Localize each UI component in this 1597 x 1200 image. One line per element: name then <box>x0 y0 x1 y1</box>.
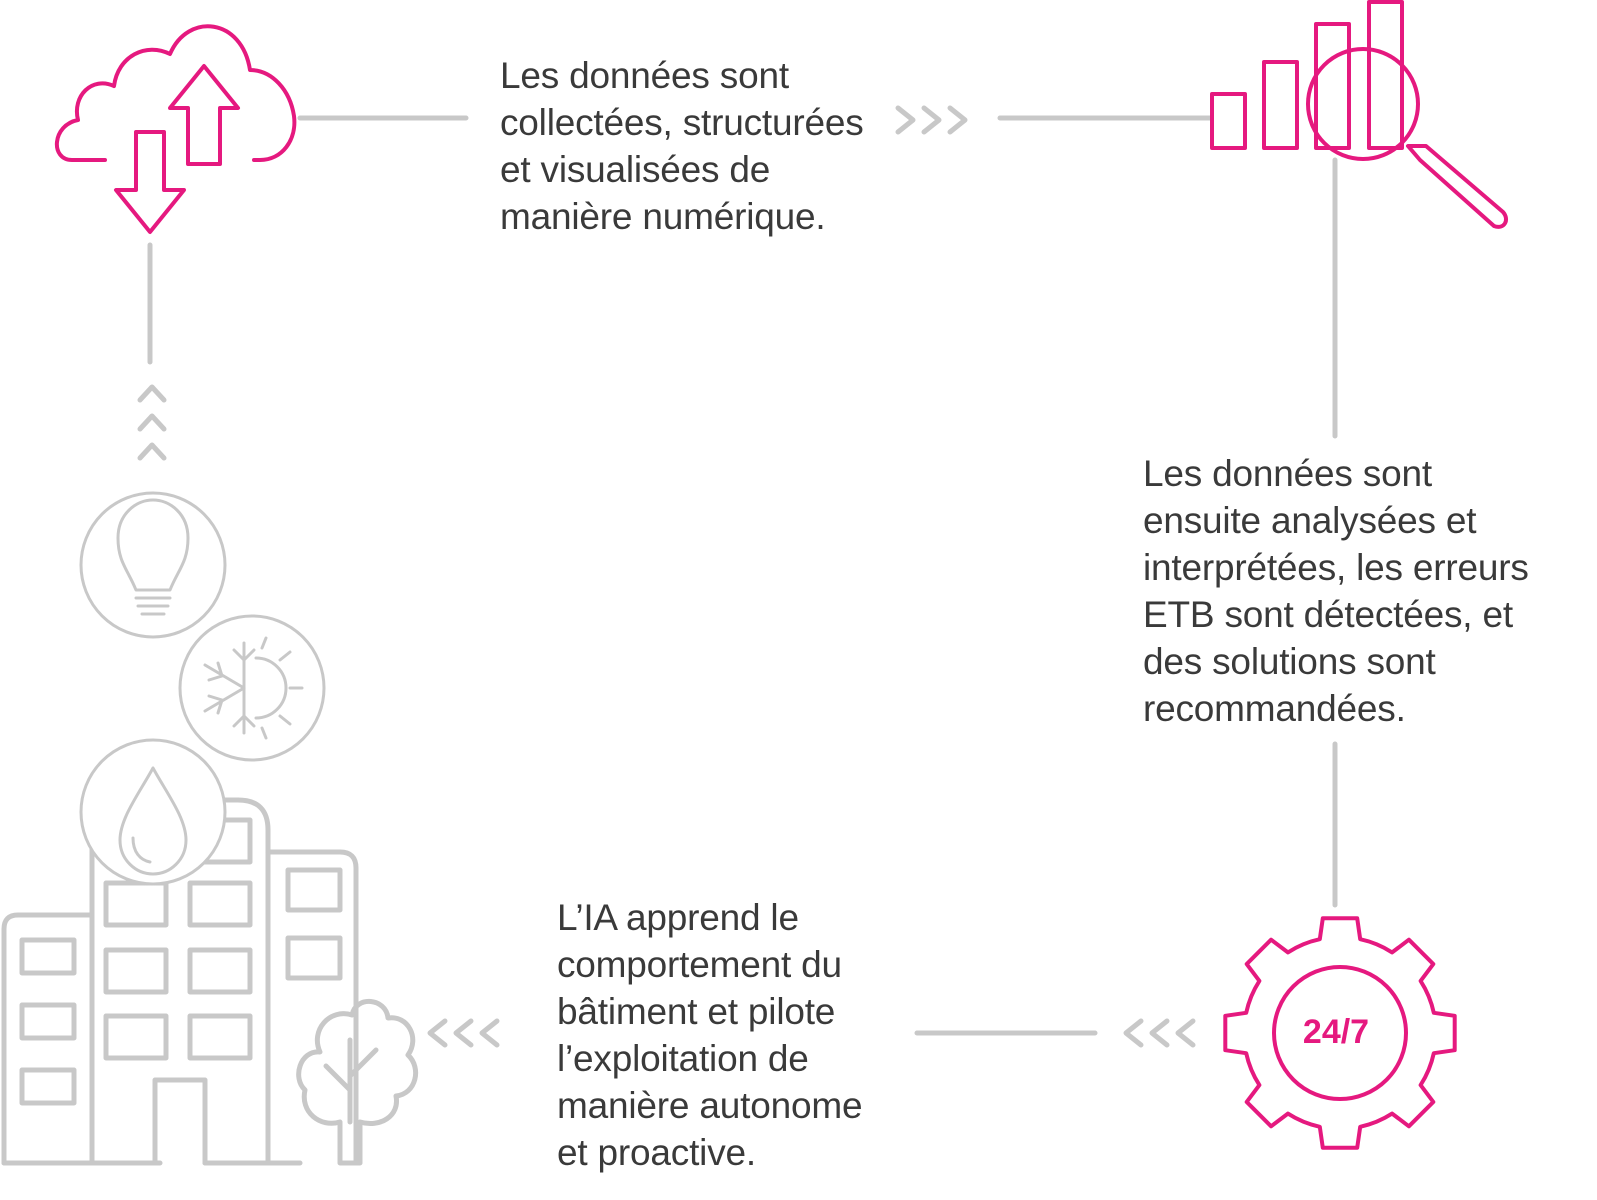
chevrons-up <box>140 387 164 458</box>
step-collect-line: manière numérique. <box>500 193 864 240</box>
chevrons-left-building <box>430 1021 497 1045</box>
step-analyze-line: recommandées. <box>1143 685 1529 732</box>
step-collect-text: Les données sont collectées, structurées… <box>500 52 864 240</box>
lightbulb-icon <box>81 493 225 637</box>
chevron-left-icon <box>1178 1021 1193 1045</box>
chevrons-right <box>898 108 965 132</box>
bar-chart-magnifier-icon <box>1212 2 1506 227</box>
step-ai-line: et proactive. <box>557 1129 862 1176</box>
chevron-left-icon <box>1126 1021 1141 1045</box>
step-ai-line: l’exploitation de <box>557 1035 862 1082</box>
step-ai-line: comportement du <box>557 941 862 988</box>
step-collect-line: et visualisées de <box>500 146 864 193</box>
cloud-upload-download-icon <box>57 26 295 232</box>
chevron-left-icon <box>482 1021 497 1045</box>
chevron-right-icon <box>898 108 913 132</box>
step-analyze-line: ensuite analysées et <box>1143 497 1529 544</box>
chevron-left-icon <box>456 1021 471 1045</box>
chevron-left-icon <box>430 1021 445 1045</box>
gear-label: 24/7 <box>1303 1013 1369 1051</box>
chevron-up-icon <box>140 416 164 429</box>
chevrons-left-gear <box>1126 1021 1193 1045</box>
snowflake-sun-icon <box>180 616 324 760</box>
step-ai-line: manière autonome <box>557 1082 862 1129</box>
step-ai-line: L’IA apprend le <box>557 894 862 941</box>
step-analyze-line: Les données sont <box>1143 450 1529 497</box>
chevron-up-icon <box>140 387 164 400</box>
step-analyze-line: interprétées, les erreurs <box>1143 544 1529 591</box>
chevron-left-icon <box>1152 1021 1167 1045</box>
chevron-up-icon <box>140 445 164 458</box>
chevron-right-icon <box>950 108 965 132</box>
step-ai-line: bâtiment et pilote <box>557 988 862 1035</box>
step-analyze-line: ETB sont détectées, et <box>1143 591 1529 638</box>
step-ai-text: L’IA apprend le comportement du bâtiment… <box>557 894 862 1176</box>
step-analyze-text: Les données sont ensuite analysées et in… <box>1143 450 1529 732</box>
step-collect-line: Les données sont <box>500 52 864 99</box>
chevron-right-icon <box>924 108 939 132</box>
water-drop-icon <box>81 740 225 884</box>
gear-24-7-icon: 24/7 <box>1225 918 1454 1147</box>
step-collect-line: collectées, structurées <box>500 99 864 146</box>
step-analyze-line: des solutions sont <box>1143 638 1529 685</box>
